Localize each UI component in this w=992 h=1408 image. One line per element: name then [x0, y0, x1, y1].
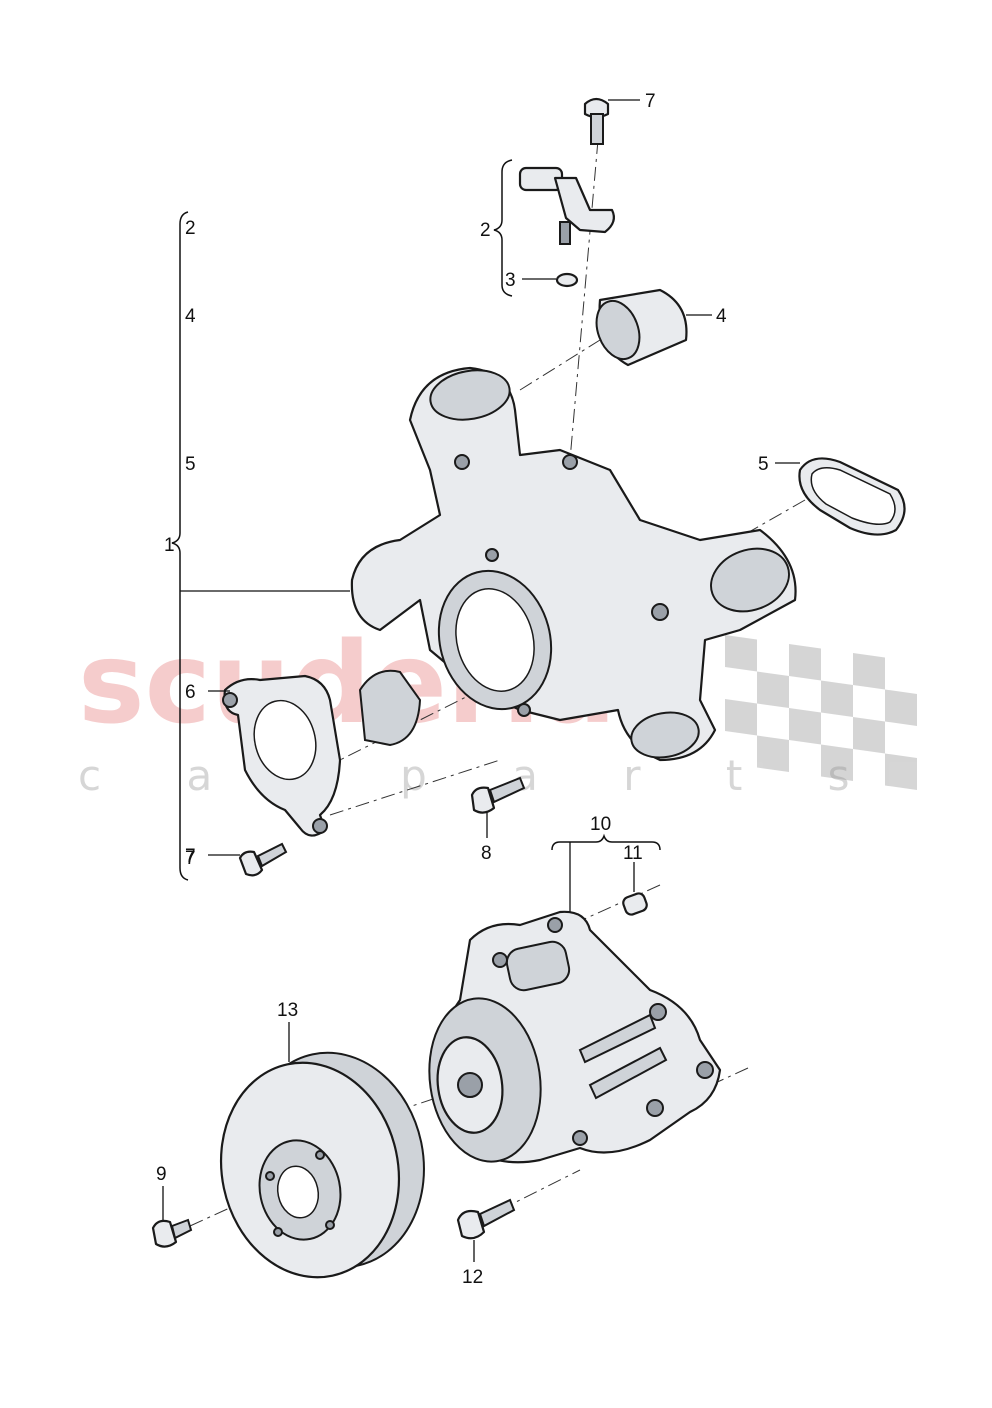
callout-3: 3 [505, 270, 516, 291]
callout-2-sensor: 2 [480, 220, 491, 241]
checkered-flag-icon [725, 635, 917, 790]
group-1-item-4: 4 [185, 306, 196, 327]
water-pump-part [428, 910, 722, 1164]
watermark-sub: c a r p a r t s [78, 751, 886, 800]
callout-6: 6 [185, 682, 196, 703]
group-1-item-2: 2 [185, 218, 196, 239]
callout-10: 10 [590, 814, 611, 835]
callout-9: 9 [156, 1164, 167, 1185]
group-1-brace [171, 211, 350, 881]
seal-ring-part [522, 272, 579, 288]
callout-1: 1 [164, 535, 175, 556]
callout-7-left: 7 [185, 846, 196, 867]
callout-10-bracket [551, 833, 661, 912]
screw-top-part [583, 97, 640, 145]
bolt-9-part [151, 1186, 193, 1248]
callout-13: 13 [277, 1000, 298, 1021]
gasket-part [775, 457, 906, 536]
pulley-part [219, 1022, 425, 1279]
connector-pipe-part [595, 288, 712, 367]
dowel-pin-part [622, 892, 648, 916]
group-1-item-5: 5 [185, 454, 196, 475]
group-1-item-7: 7 [185, 848, 196, 869]
callout-5: 5 [758, 454, 769, 475]
callout-7-top: 7 [645, 91, 656, 112]
callout-4: 4 [716, 306, 727, 327]
callout-12: 12 [462, 1267, 483, 1288]
screw-left-part [208, 842, 288, 877]
callout-11: 11 [623, 843, 643, 864]
temperature-sensor-part [493, 159, 615, 297]
callout-8: 8 [481, 843, 492, 864]
screw-8-part [470, 776, 526, 838]
bolt-12-part [456, 1198, 516, 1262]
thermostat-part [208, 669, 422, 837]
thermostat-housing-part [350, 366, 797, 762]
